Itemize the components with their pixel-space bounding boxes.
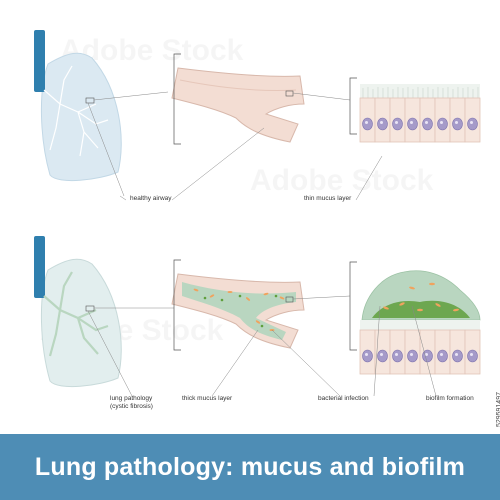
title-banner: Lung pathology: mucus and biofilm <box>0 434 500 500</box>
label-lung-pathology-sub: (cystic fibrosis) <box>110 403 153 410</box>
label-lung-pathology: lung pathology <box>110 395 153 402</box>
bracket <box>173 259 181 351</box>
bracket <box>349 77 357 135</box>
healthy-trachea <box>34 30 45 92</box>
watermark-text: Adobe Stock <box>250 164 434 197</box>
bracket <box>173 53 181 145</box>
bacteria-cluster <box>193 288 285 331</box>
pathology-epithelium <box>359 270 481 375</box>
page-title: Lung pathology: mucus and biofilm <box>34 452 466 481</box>
label-bacterial-infection: bacterial infection <box>318 395 369 402</box>
label-biofilm-formation: biofilm formation <box>426 395 474 402</box>
label-thick-mucus: thick mucus layer <box>182 395 233 402</box>
pathology-airway-segment <box>171 273 305 349</box>
healthy-epithelium <box>359 84 481 143</box>
healthy-airway-segment <box>171 67 305 143</box>
pathology-lung <box>34 236 122 387</box>
healthy-lung <box>34 30 122 181</box>
bracket <box>349 261 357 351</box>
stock-id: 529591497 <box>496 392 500 428</box>
label-thin-mucus: thin mucus layer <box>304 195 352 202</box>
pathology-trachea <box>34 236 45 298</box>
label-healthy-airway: healthy airway <box>130 195 172 202</box>
